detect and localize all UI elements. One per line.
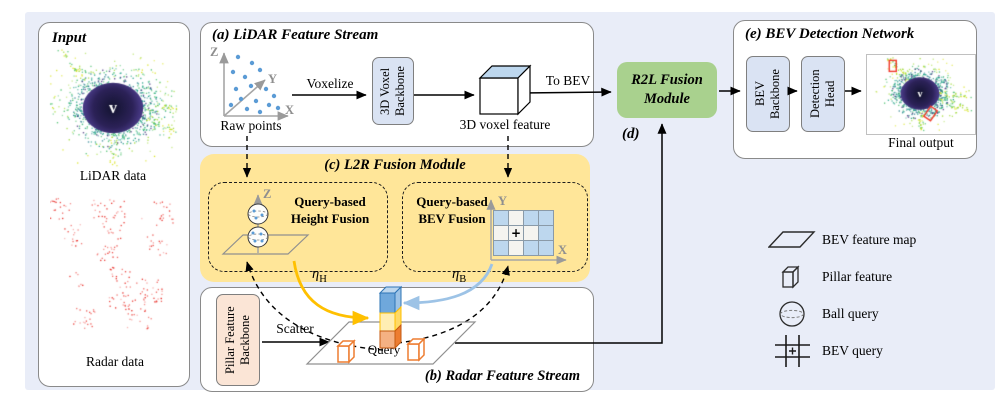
bev-grid-cell [509, 241, 523, 255]
final-output-image [867, 55, 973, 132]
bev-axis-x-label: X [558, 243, 568, 257]
bev-backbone-box: BEV Backbone [746, 56, 790, 132]
bev-query-icon [762, 333, 822, 369]
detection-head-label: Detection Head [808, 69, 837, 119]
lidar-pointcloud-image [48, 48, 178, 168]
bev-grid-cell [524, 241, 538, 255]
bev-grid-cell [539, 211, 553, 225]
bev-network-title: (e) BEV Detection Network [745, 26, 915, 42]
pillar-backbone-label: Pillar Feature Backbone [223, 306, 252, 374]
bev-grid-cell [494, 226, 508, 240]
bev-backbone-label: BEV Backbone [753, 69, 782, 119]
height-fusion-label: Query-based Height Fusion [290, 194, 370, 226]
axis-z-label: Z [210, 45, 219, 59]
pillar-feature-icon [762, 263, 822, 291]
legend-item-ball-query: Ball query [762, 295, 916, 332]
query-label: Query [367, 342, 401, 357]
height-axis-z-label: Z [263, 187, 272, 201]
lidar-stream-title: (a) LiDAR Feature Stream [212, 27, 379, 43]
input-panel-title: Input [52, 30, 87, 46]
bev-feature-map-icon [762, 230, 822, 250]
legend-item-bev-feature-map: BEV feature map [762, 221, 916, 258]
axis-y-label: Y [268, 72, 278, 86]
voxel-backbone-label: 3D Voxel Backbone [378, 66, 407, 116]
final-output-frame [866, 54, 976, 135]
d-connector-label: (d) [622, 126, 640, 142]
legend-item-pillar-feature: Pillar feature [762, 258, 916, 295]
voxel-feature-label: 3D voxel feature [459, 117, 551, 132]
to-bev-label: To BEV [545, 73, 591, 88]
ball-query-icon [762, 299, 822, 329]
bev-grid-cell [539, 241, 553, 255]
radar-data-label: Radar data [85, 354, 145, 369]
bev-query-grid: + [493, 210, 554, 256]
legend-item-bev-query: BEV query [762, 332, 916, 369]
pillar-backbone-box: Pillar Feature Backbone [216, 294, 260, 386]
bev-grid-cell [524, 211, 538, 225]
scatter-label: Scatter [276, 321, 314, 336]
bev-grid-cell [494, 241, 508, 255]
legend-label: Pillar feature [822, 268, 893, 284]
r2l-fusion-module-box: R2L Fusion Module [617, 62, 717, 118]
legend-label: BEV feature map [822, 231, 917, 247]
final-output-label: Final output [888, 135, 954, 150]
eta-bev-label: ηB [452, 266, 467, 285]
legend-label: BEV query [822, 342, 883, 358]
eta-height-label: ηH [312, 266, 327, 285]
legend-label: Ball query [822, 305, 879, 321]
radar-pointcloud-image [50, 192, 178, 350]
bev-grid-cell [524, 226, 538, 240]
voxel-backbone-box: 3D Voxel Backbone [372, 57, 414, 125]
l2r-fusion-module-title: (c) L2R Fusion Module [324, 157, 466, 173]
legend: BEV feature map Pillar feature Ball quer… [762, 221, 916, 369]
axis-x-label: X [285, 103, 295, 117]
bev-axis-y-label: Y [498, 194, 508, 208]
raw-points-label: Raw points [220, 118, 282, 133]
bev-fusion-label: Query-based BEV Fusion [416, 194, 488, 226]
bev-grid-cell [539, 226, 553, 240]
bev-query-cell: + [509, 226, 523, 240]
radar-stream-title: (b) Radar Feature Stream [424, 368, 580, 384]
detection-head-box: Detection Head [801, 56, 845, 132]
bev-grid-cell [509, 211, 523, 225]
voxelize-label: Voxelize [306, 76, 354, 91]
r2l-fusion-module-label: R2L Fusion Module [631, 72, 703, 107]
lidar-data-label: LiDAR data [79, 168, 147, 183]
